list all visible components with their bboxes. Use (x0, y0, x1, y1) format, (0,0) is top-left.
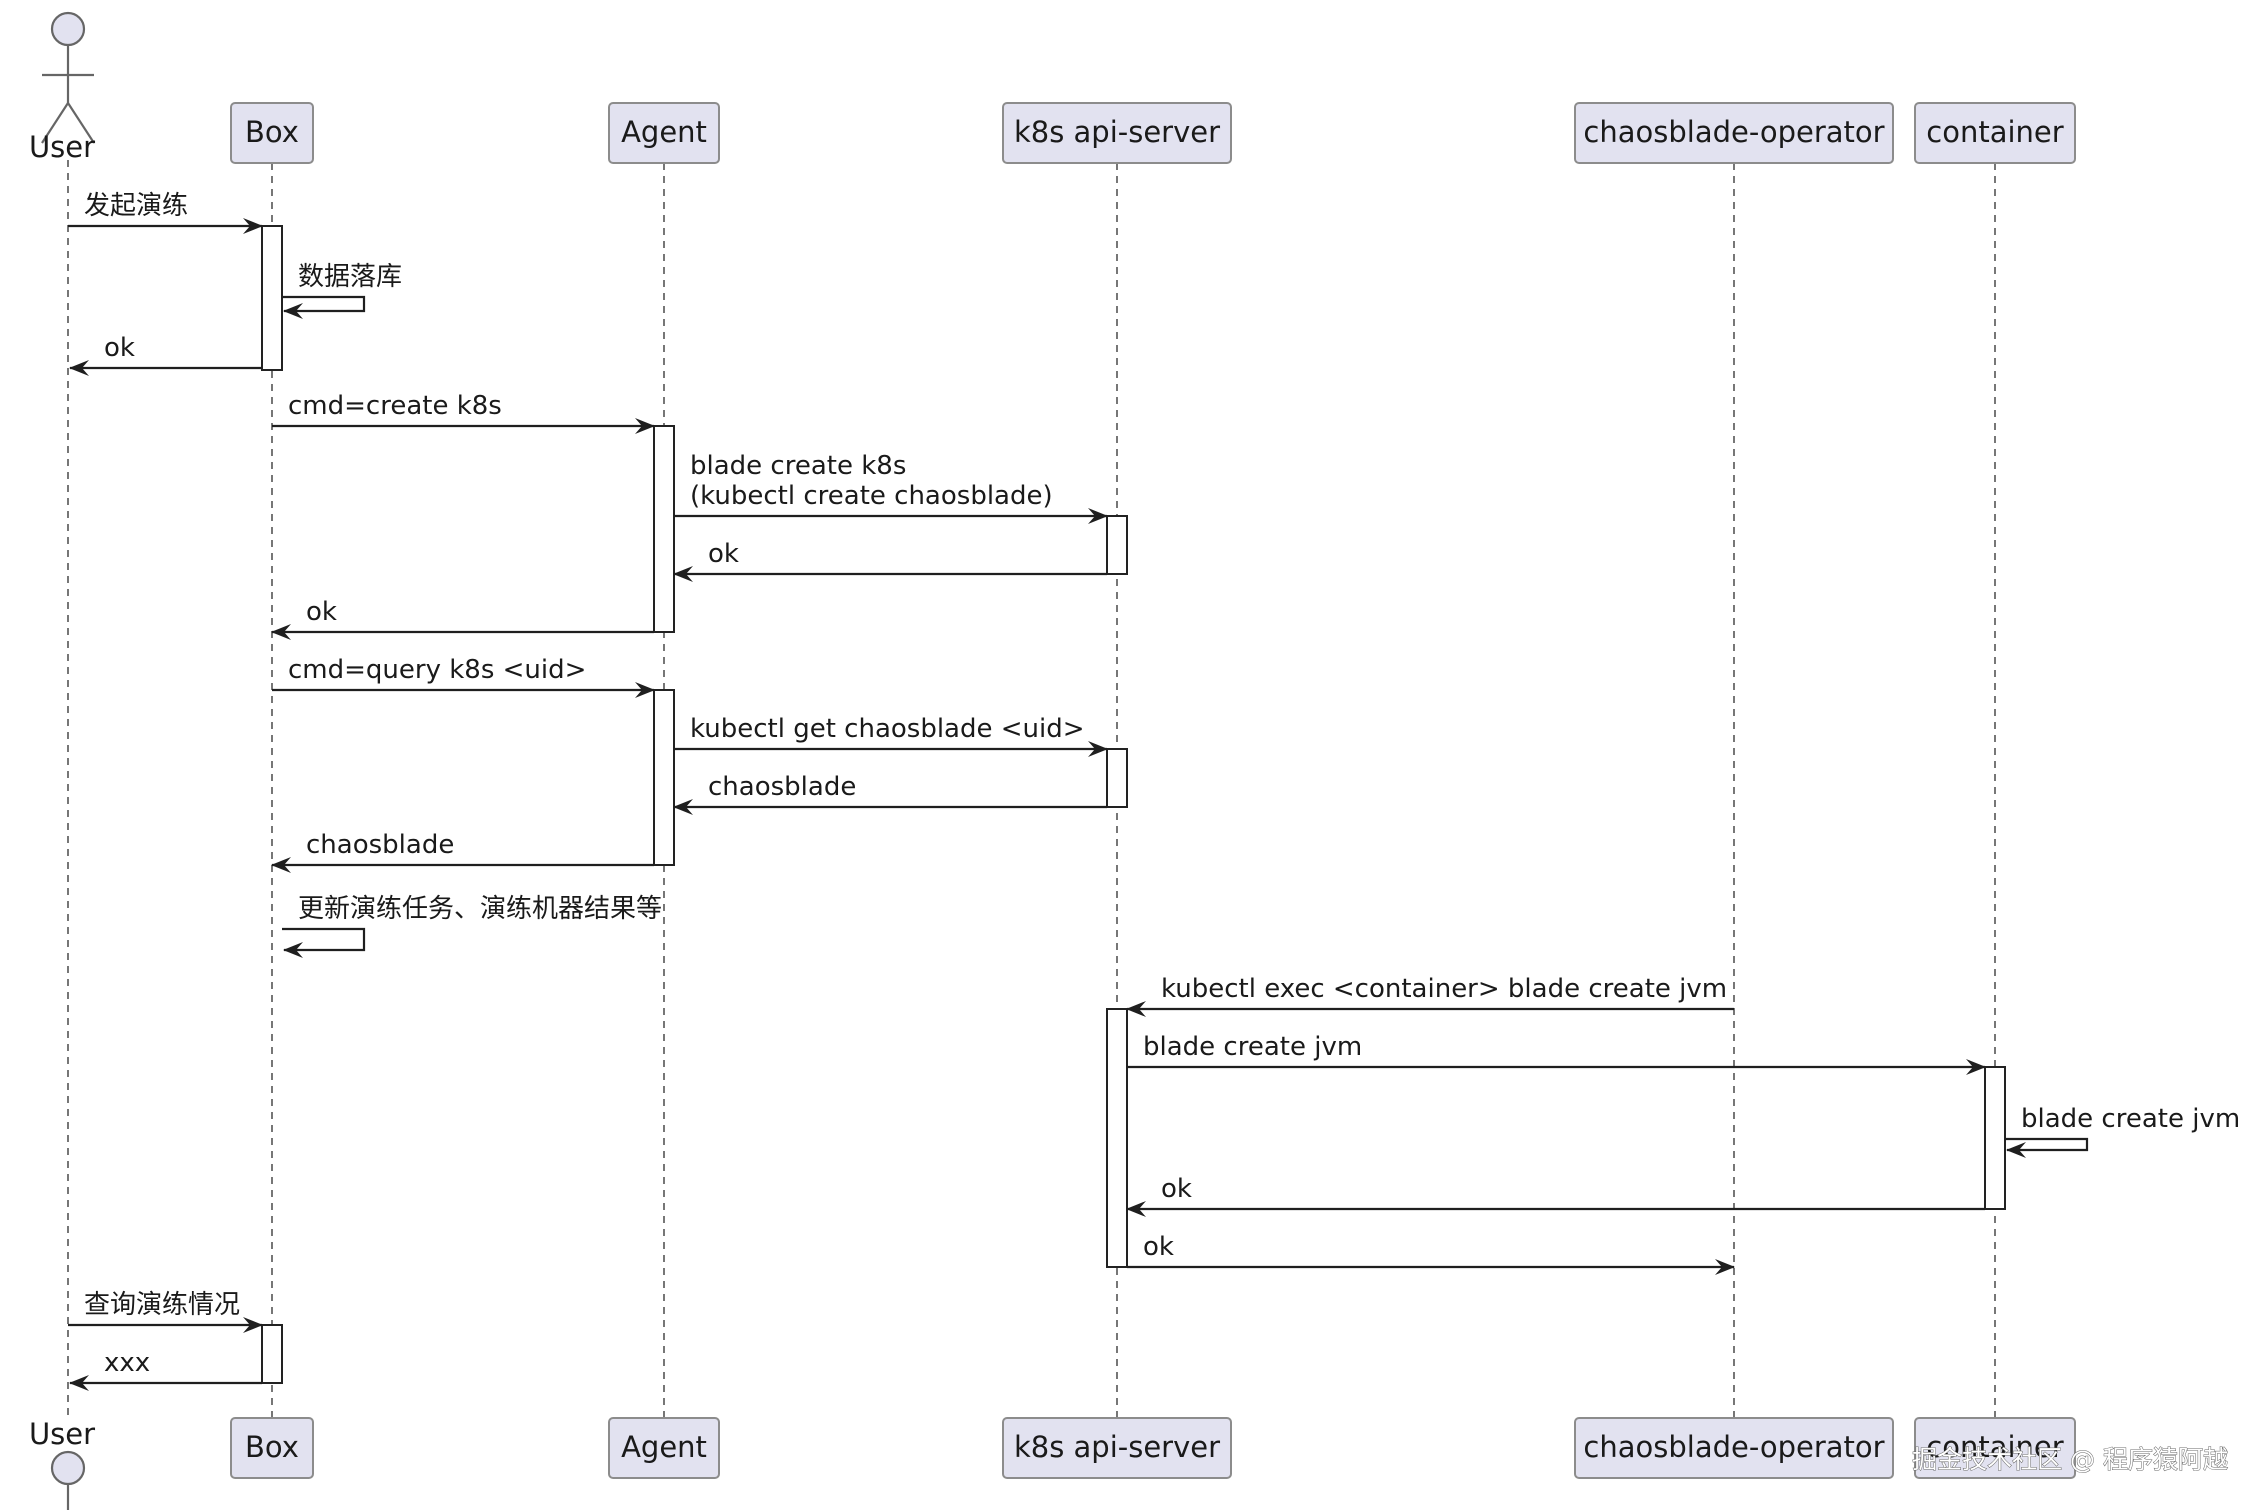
actor-user-bottom: User (29, 1417, 95, 1510)
participant-box (1002, 102, 1232, 164)
activation-bar-container (1984, 1066, 2006, 1210)
participant-box (608, 102, 720, 164)
participant-container-top: container (1914, 102, 2076, 164)
participant-agent-top: Agent (608, 102, 720, 164)
message-9: chaosblade (673, 772, 1107, 815)
activation-bar-k8s (1106, 748, 1128, 808)
message-3: cmd=create k8s (272, 391, 655, 434)
message-label: 更新演练任务、演练机器结果等 (298, 894, 662, 924)
message-5: ok (673, 539, 1107, 582)
participant-label: container (1926, 1430, 2063, 1464)
participant-box-bottom: Box (230, 1417, 314, 1479)
activation-bar-box (261, 1324, 283, 1384)
watermark: 掘金技术社区 @ 程序猿阿越 (1912, 1445, 2228, 1474)
self-message-arrow (2005, 1137, 2089, 1158)
message-label: kubectl exec <container> blade create jv… (1161, 974, 1727, 1004)
message-2: ok (69, 333, 262, 376)
activation-bar-agent (653, 689, 675, 866)
participant-box-top: Box (230, 102, 314, 164)
message-label: blade create k8s (690, 451, 906, 481)
message-label: ok (1161, 1174, 1192, 1204)
participant-label: Agent (621, 115, 707, 149)
message-label: 发起演练 (84, 191, 188, 221)
lifelines (67, 160, 1996, 1418)
message-13: blade create jvm (1127, 1032, 1986, 1075)
message-14: blade create jvm (2005, 1104, 2240, 1158)
message-label: kubectl get chaosblade <uid> (690, 714, 1085, 744)
self-message-arrow (282, 927, 366, 958)
message-label: 数据落库 (298, 262, 402, 292)
message-label: (kubectl create chaosblade) (690, 481, 1053, 511)
message-label: ok (306, 597, 337, 627)
self-message-arrow (282, 295, 366, 319)
participant-label: k8s api-server (1014, 115, 1220, 149)
participant-label: Agent (621, 1430, 707, 1464)
message-label: ok (708, 539, 739, 569)
participant-label: Box (245, 115, 299, 149)
message-label: blade create jvm (1143, 1032, 1362, 1062)
participant-agent-bottom: Agent (608, 1417, 720, 1479)
participant-label: chaosblade-operator (1583, 1430, 1884, 1464)
message-label: ok (1143, 1232, 1174, 1262)
message-6: ok (271, 597, 654, 640)
actor-user-top: User (29, 11, 95, 164)
participant-box (230, 1417, 314, 1479)
participant-box (1574, 102, 1894, 164)
participant-label: container (1926, 115, 2063, 149)
participant-operator-bottom: chaosblade-operator (1574, 1417, 1894, 1479)
activation-bar-k8s (1106, 515, 1128, 575)
participant-label: chaosblade-operator (1583, 115, 1884, 149)
participant-operator-top: chaosblade-operator (1574, 102, 1894, 164)
message-12: kubectl exec <container> blade create jv… (1126, 974, 1734, 1017)
participant-box (230, 102, 314, 164)
participant-box (1914, 102, 2076, 164)
activation-bar-k8s (1106, 1008, 1128, 1268)
message-label: 查询演练情况 (84, 1290, 240, 1320)
actor-head-icon (50, 1450, 86, 1486)
message-17: 查询演练情况 (68, 1290, 263, 1333)
actor-label: User (29, 130, 95, 164)
message-7: cmd=query k8s <uid> (272, 655, 655, 698)
participant-k8s-bottom: k8s api-server (1002, 1417, 1232, 1479)
message-16: ok (1127, 1232, 1735, 1275)
message-10: chaosblade (271, 830, 654, 873)
participant-box (1002, 1417, 1232, 1479)
message-18: xxx (69, 1348, 262, 1391)
activation-bar-agent (653, 425, 675, 633)
message-label: chaosblade (306, 830, 454, 860)
participant-container-bottom: container (1914, 1417, 2076, 1479)
participant-k8s-top: k8s api-server (1002, 102, 1232, 164)
message-label: cmd=query k8s <uid> (288, 655, 586, 685)
actor-leg-right (67, 102, 95, 144)
message-8: kubectl get chaosblade <uid> (674, 714, 1108, 757)
message-label: ok (104, 333, 135, 363)
activation-bars (261, 225, 2006, 1384)
message-0: 发起演练 (68, 191, 263, 234)
participant-label: Box (245, 1430, 299, 1464)
message-11: 更新演练任务、演练机器结果等 (282, 894, 662, 958)
message-label: xxx (104, 1348, 150, 1378)
activation-bar-box (261, 225, 283, 371)
message-1: 数据落库 (282, 262, 402, 319)
message-4: blade create k8s(kubectl create chaosbla… (674, 451, 1108, 524)
message-label: cmd=create k8s (288, 391, 502, 421)
actor-label: User (29, 1417, 95, 1451)
message-label: chaosblade (708, 772, 856, 802)
participant-box (1574, 1417, 1894, 1479)
participant-box (608, 1417, 720, 1479)
participant-box (1914, 1417, 2076, 1479)
actor-head-icon (50, 11, 86, 47)
message-label: blade create jvm (2021, 1104, 2240, 1134)
actor-leg-left (41, 102, 69, 144)
participant-label: k8s api-server (1014, 1430, 1220, 1464)
message-15: ok (1126, 1174, 1985, 1217)
